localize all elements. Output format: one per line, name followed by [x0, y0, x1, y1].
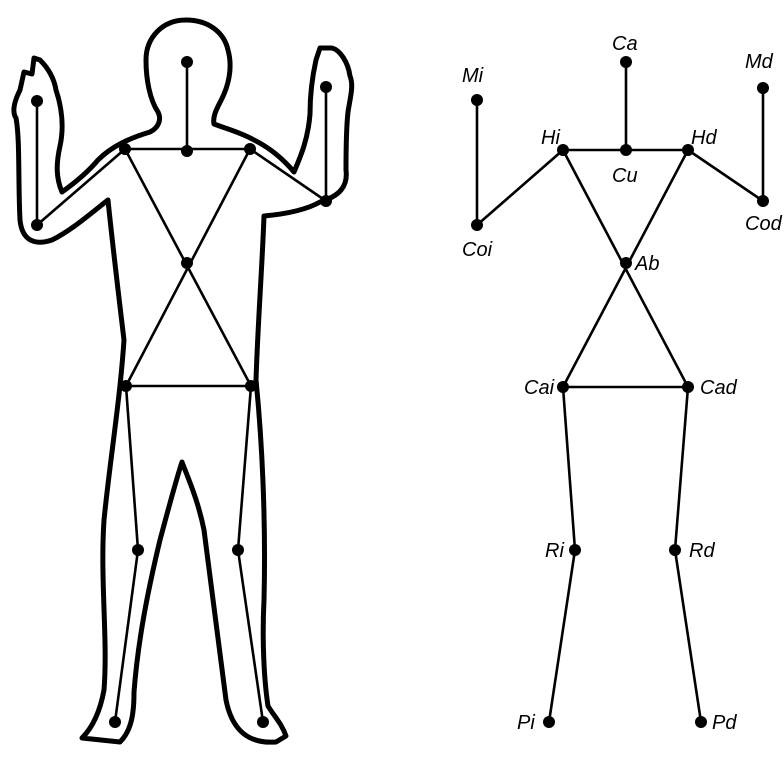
label-coi: Coi [462, 239, 493, 261]
joint-mi [471, 94, 483, 106]
left-elbow-joint [31, 219, 43, 231]
label-md: Md [745, 51, 774, 73]
silhouette-figure [14, 20, 352, 742]
right-hand-joint [320, 81, 332, 93]
right-thigh-bone [238, 386, 251, 550]
labeled-skeleton: Ca Mi Md Hi Cu Hd Coi Cod Ab Cai Cad Ri … [462, 33, 783, 734]
bone-cod-hd [688, 150, 763, 201]
joint-ri [569, 544, 581, 556]
joint-rd [669, 544, 681, 556]
right-shin-bone [238, 550, 263, 722]
joint-labels: Ca Mi Md Hi Cu Hd Coi Cod Ab Cai Cad Ri … [462, 33, 783, 734]
bone-cad-rd [675, 387, 688, 550]
joint-cad [682, 381, 694, 393]
right-elbow-joint [320, 195, 332, 207]
label-cu: Cu [612, 165, 638, 187]
right-knee-joint [232, 544, 244, 556]
silhouette-joints [31, 56, 332, 728]
abdomen-joint [181, 257, 193, 269]
joint-cod [757, 195, 769, 207]
left-foot-joint [109, 716, 121, 728]
label-cad: Cad [700, 377, 738, 399]
joint-ca [620, 56, 632, 68]
body-silhouette-outline [14, 20, 352, 742]
joint-pi [543, 716, 555, 728]
label-cod: Cod [745, 213, 783, 235]
neck-joint [181, 145, 193, 157]
label-ca: Ca [612, 33, 638, 55]
right-upperarm-bone [250, 149, 326, 201]
label-ab: Ab [634, 253, 659, 275]
bone-ri-pi [549, 550, 575, 722]
head-joint [181, 56, 193, 68]
joint-cai [557, 381, 569, 393]
left-hand-joint [31, 95, 43, 107]
left-knee-joint [132, 544, 144, 556]
left-thigh-bone [126, 386, 138, 550]
label-cai: Cai [524, 377, 555, 399]
label-ri: Ri [545, 540, 564, 562]
joint-md [757, 82, 769, 94]
joint-cu [620, 144, 632, 156]
joint-ab [620, 257, 632, 269]
label-hd: Hd [691, 127, 717, 149]
right-foot-joint [257, 716, 269, 728]
label-mi: Mi [462, 65, 484, 87]
joint-coi [471, 219, 483, 231]
bone-coi-hi [477, 150, 563, 225]
label-pd: Pd [712, 712, 737, 734]
bone-cai-ri [563, 387, 575, 550]
bone-rd-pd [675, 550, 701, 722]
label-pi: Pi [517, 712, 535, 734]
right-hip-joint [245, 380, 257, 392]
left-shoulder-joint [119, 143, 131, 155]
left-hip-joint [120, 380, 132, 392]
joint-pd [695, 716, 707, 728]
right-shoulder-joint [244, 143, 256, 155]
label-rd: Rd [689, 540, 715, 562]
label-hi: Hi [541, 127, 560, 149]
